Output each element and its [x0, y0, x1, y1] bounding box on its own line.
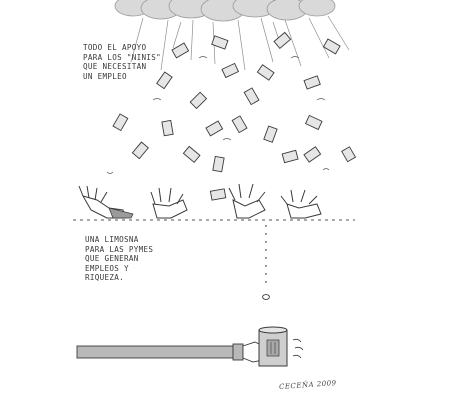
storm-cloud [114, 0, 336, 22]
long-arm [76, 343, 244, 361]
tin-can [258, 326, 288, 367]
can-shake-marks [292, 338, 304, 359]
top-panel: TODO EL APOYO PARA LOS "NINIS" QUE NECES… [73, 0, 357, 219]
falling-coin-trail [265, 225, 267, 283]
falling-banknotes [112, 31, 357, 201]
bottom-panel-drawing [76, 225, 304, 367]
rain-streaks [130, 15, 350, 71]
sleeve [108, 207, 134, 219]
top-caption: TODO EL APOYO PARA LOS "NINIS" QUE NECES… [83, 43, 161, 81]
top-panel-drawing [78, 0, 357, 219]
falling-coin [262, 294, 270, 300]
motion-marks [106, 56, 330, 174]
bottom-caption: UNA LIMOSNA PARA LAS PYMES QUE GENERAN E… [85, 235, 154, 283]
bottom-panel: UNA LIMOSNA PARA LAS PYMES QUE GENERAN E… [73, 222, 355, 400]
